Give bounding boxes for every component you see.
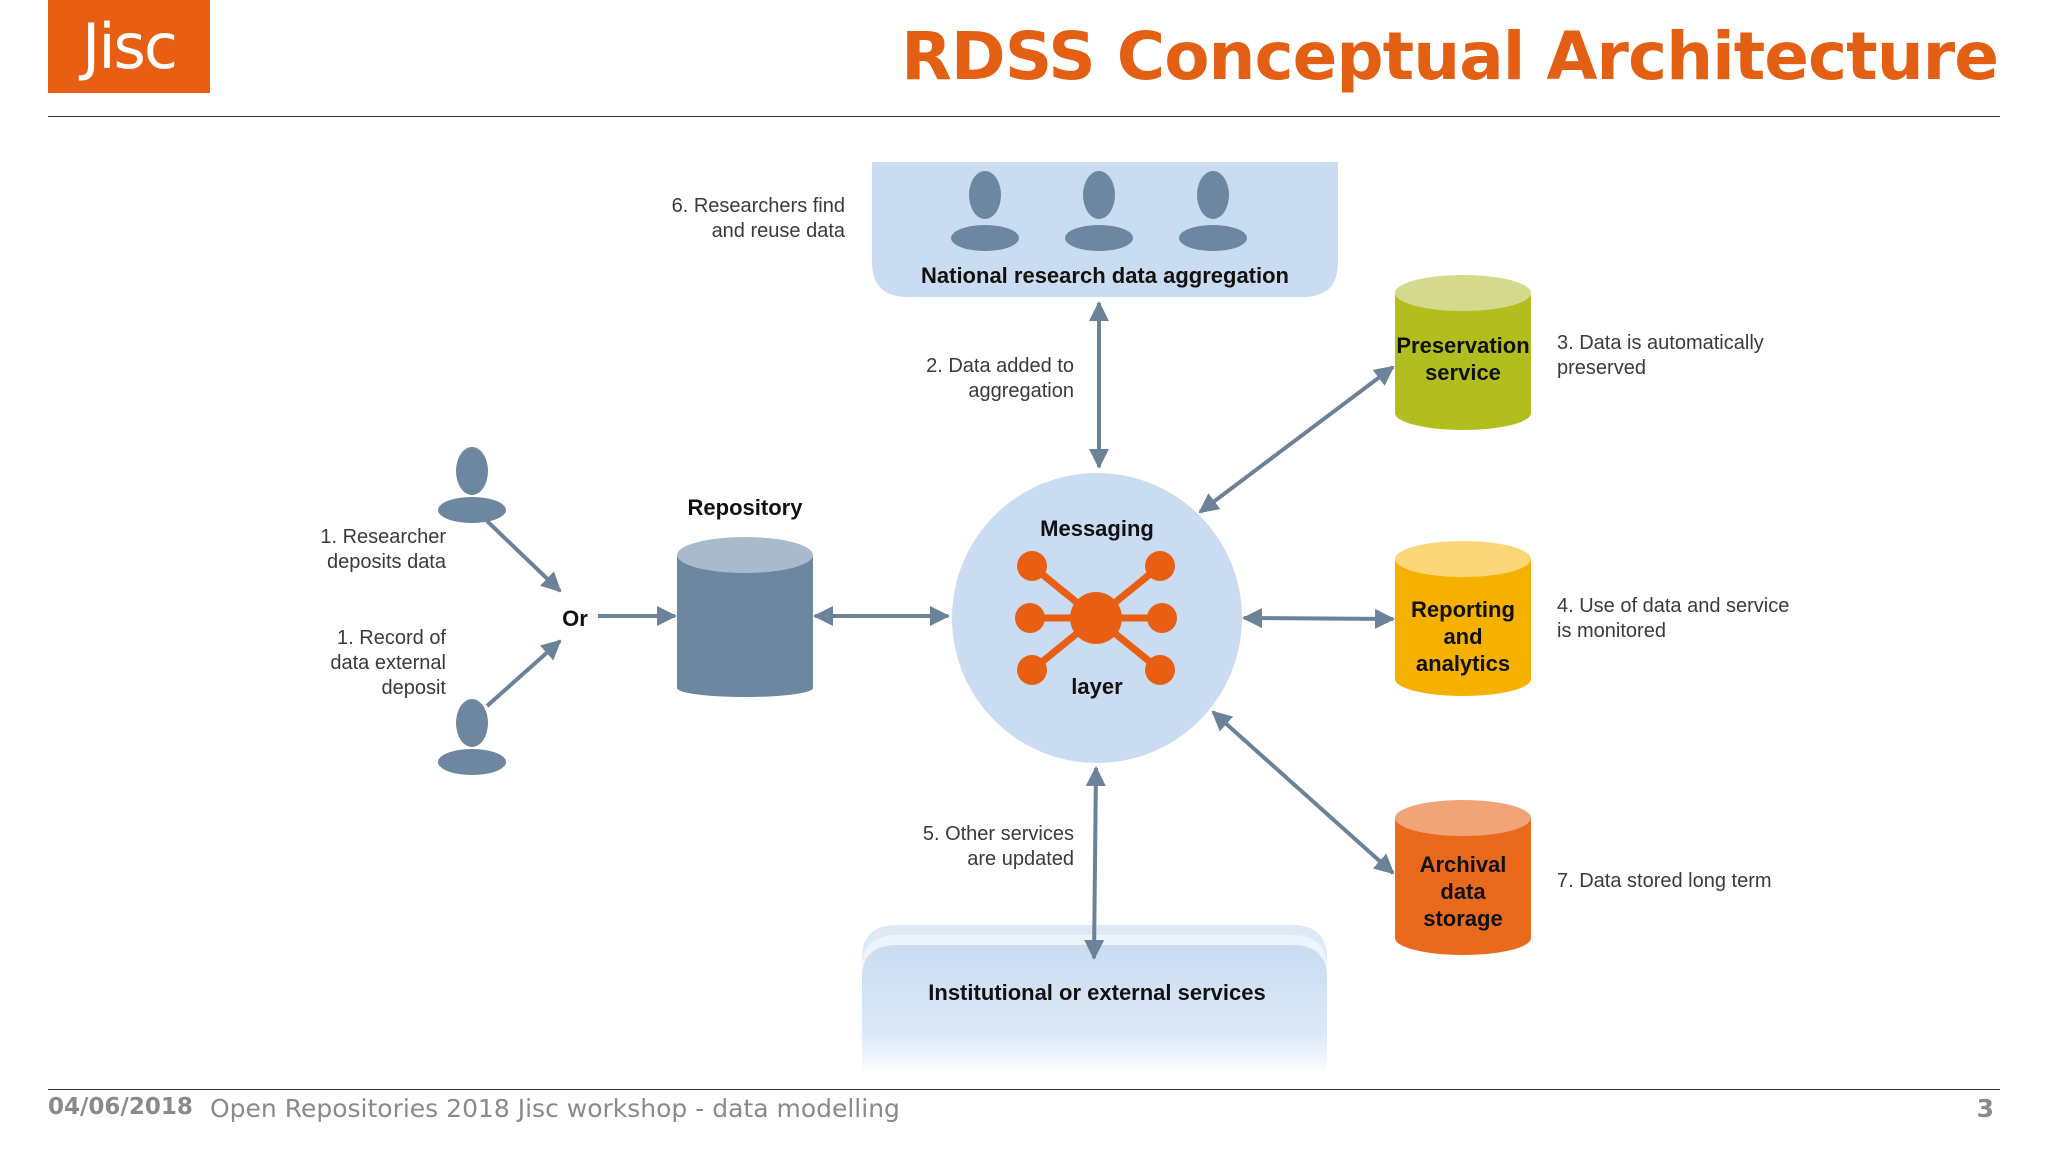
reporting-label: analytics: [1416, 651, 1510, 676]
preservation-note-line: 3. Data is automatically: [1557, 332, 1764, 354]
services-note-line: are updated: [967, 848, 1074, 870]
messaging-layer: Messaging layer: [952, 473, 1242, 763]
person-icon: [1065, 171, 1133, 251]
page-number: 3: [1976, 1094, 1994, 1123]
record-note-line: deposit: [382, 677, 447, 699]
preservation-cylinder: Preservation service: [1395, 275, 1531, 430]
messaging-label-bottom: layer: [1071, 674, 1123, 699]
aggregation-arrow-note-line: aggregation: [968, 380, 1074, 402]
services-panel: Institutional or external services: [862, 925, 1327, 1075]
reporting-arrow: [1242, 608, 1395, 629]
services-note-line: 5. Other services: [923, 823, 1074, 845]
record-person-icon: [438, 699, 506, 775]
preservation-arrow: [1198, 365, 1395, 514]
or-label: Or: [562, 606, 588, 631]
preservation-label: Preservation: [1396, 333, 1529, 358]
preservation-label: service: [1425, 360, 1501, 385]
reporting-cylinder: Reporting and analytics: [1395, 541, 1531, 696]
aggregation-note-line: and reuse data: [712, 220, 846, 242]
footer-event: Open Repositories 2018 Jisc workshop - d…: [210, 1094, 900, 1123]
person-icon: [1179, 171, 1247, 251]
archival-label: data: [1440, 879, 1486, 904]
reporting-note-line: is monitored: [1557, 620, 1666, 642]
researcher-person-icon: [438, 447, 506, 523]
aggregation-panel: National research data aggregation: [872, 162, 1338, 297]
reporting-label: Reporting: [1411, 597, 1515, 622]
footer-rule: [48, 1089, 2000, 1090]
archival-label: storage: [1423, 906, 1502, 931]
services-label: Institutional or external services: [928, 980, 1265, 1005]
researcher-note-line: deposits data: [327, 551, 447, 573]
archival-note-line: 7. Data stored long term: [1557, 870, 1772, 892]
page-title: RDSS Conceptual Architecture: [901, 18, 1999, 95]
archival-label: Archival: [1420, 852, 1507, 877]
reporting-note-line: 4. Use of data and service: [1557, 595, 1789, 617]
reporting-label: and: [1443, 624, 1482, 649]
footer-date: 04/06/2018: [48, 1094, 193, 1120]
record-note-line: 1. Record of: [337, 627, 446, 649]
preservation-note-line: preserved: [1557, 357, 1646, 379]
archival-arrow: [1211, 710, 1395, 875]
aggregation-arrow-note-line: 2. Data added to: [926, 355, 1074, 377]
services-arrow: [1084, 766, 1106, 960]
researcher-note-line: 1. Researcher: [320, 526, 446, 548]
archival-cylinder: Archival data storage: [1395, 800, 1531, 955]
messaging-label-top: Messaging: [1040, 516, 1154, 541]
jisc-logo: Jisc: [48, 0, 210, 93]
repository-cylinder: [677, 537, 813, 697]
header-rule: [48, 116, 2000, 117]
person-icon: [951, 171, 1019, 251]
record-note-line: data external: [330, 652, 446, 674]
researcher-arrow: [485, 519, 562, 593]
aggregation-label: National research data aggregation: [921, 263, 1289, 288]
repository-label: Repository: [688, 495, 804, 520]
record-arrow: [485, 639, 562, 708]
aggregation-note-line: 6. Researchers find: [672, 195, 845, 217]
